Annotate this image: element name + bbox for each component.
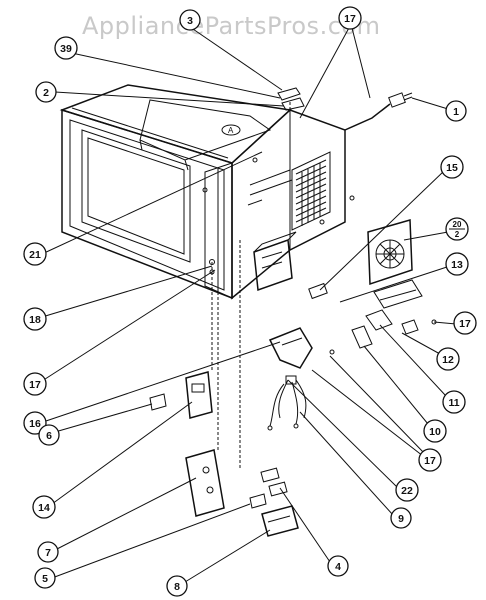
- callout-7: 7: [37, 541, 59, 563]
- callout-10-label: 10: [429, 426, 441, 438]
- callout-21-label: 21: [29, 249, 41, 261]
- callout-39-label: 39: [60, 43, 72, 55]
- callout-14: 14: [32, 495, 56, 519]
- watermark-text: AppliancePartsPros.com: [82, 12, 380, 40]
- callout-5: 5: [34, 567, 56, 589]
- callout-13-label: 13: [451, 259, 463, 271]
- power-cord-part: [344, 92, 413, 131]
- callout-14-label: 14: [38, 502, 50, 514]
- latch-assembly-part: [185, 449, 299, 537]
- callout-8-label: 8: [174, 581, 180, 593]
- callout-20-2: 20 2: [445, 217, 469, 241]
- callout-2-sub-label: 2: [455, 230, 460, 239]
- top-bracket-part: [277, 87, 305, 111]
- callout-18-label: 18: [29, 314, 41, 326]
- callout-5-label: 5: [42, 573, 48, 585]
- callout-18: 18: [23, 307, 47, 331]
- callout-3: 3: [179, 9, 201, 31]
- callout-17-top-label: 17: [344, 13, 356, 25]
- callout-15: 15: [440, 155, 464, 179]
- callout-13: 13: [445, 252, 469, 276]
- callout-12-label: 12: [442, 354, 454, 366]
- callout-17-right: 17: [453, 311, 477, 335]
- callout-6-label: 6: [46, 430, 52, 442]
- callout-12: 12: [436, 347, 460, 371]
- callout-17-left: 17: [23, 372, 47, 396]
- callout-16: 16: [23, 411, 47, 435]
- callout-21: 21: [23, 242, 47, 266]
- callout-8: 8: [166, 575, 188, 597]
- callout-22: 22: [395, 478, 419, 502]
- callout-17-right-label: 17: [459, 318, 471, 330]
- wiring-harness-part: [267, 375, 307, 431]
- callout-11: 11: [442, 390, 466, 414]
- callout-16-label: 16: [29, 418, 41, 430]
- callout-17-bottom-label: 17: [424, 455, 436, 467]
- microwave-chassis: A: [59, 84, 355, 300]
- callout-2: 2: [35, 81, 57, 103]
- callout-39: 39: [54, 36, 78, 60]
- panel-mark: A: [228, 126, 234, 135]
- callout-4: 4: [327, 555, 349, 577]
- callout-17-left-label: 17: [29, 379, 41, 391]
- callout-2-label: 2: [43, 87, 49, 99]
- fan-bracket-part: [373, 279, 423, 309]
- switch-part: [149, 371, 213, 419]
- callout-17-top: 17: [338, 6, 362, 30]
- small-components: [329, 309, 437, 355]
- callout-22-label: 22: [401, 485, 413, 497]
- callout-17-bottom: 17: [418, 448, 442, 472]
- callout-4-label: 4: [335, 561, 341, 573]
- transformer-part: [253, 231, 328, 300]
- callout-9: 9: [390, 507, 412, 529]
- fan-assembly-part: [367, 219, 413, 286]
- callout-9-label: 9: [398, 513, 404, 525]
- air-guide-part: [268, 327, 313, 369]
- callout-7-label: 7: [45, 547, 51, 559]
- callout-11-label: 11: [448, 397, 459, 409]
- callout-20-label: 20: [453, 220, 462, 229]
- callout-15-label: 15: [446, 162, 458, 174]
- callout-1-label: 1: [453, 106, 459, 118]
- callout-6: 6: [38, 424, 60, 446]
- callout-10: 10: [423, 419, 447, 443]
- leader-lines: [39, 25, 457, 583]
- callout-3-label: 3: [187, 15, 193, 27]
- vent-grille: [291, 151, 331, 231]
- callout-1: 1: [445, 100, 467, 122]
